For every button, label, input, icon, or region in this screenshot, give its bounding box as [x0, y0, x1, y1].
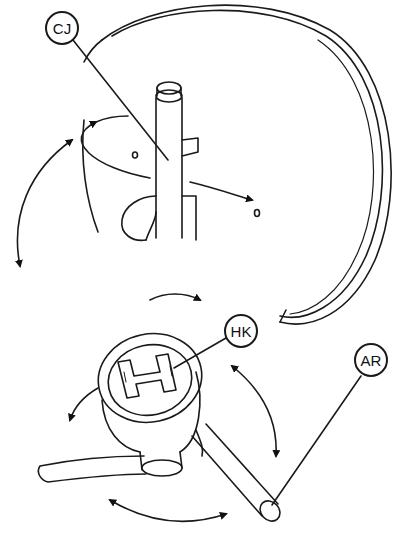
callout-label: CJ — [53, 20, 71, 37]
leader-line — [73, 40, 168, 160]
hot-symbol — [118, 354, 176, 398]
leader-line — [174, 338, 226, 368]
rod — [192, 424, 278, 516]
callout-circle: CJ — [45, 11, 79, 45]
callout-circle: AR — [354, 343, 388, 377]
handle-cap — [90, 324, 210, 432]
lever — [38, 456, 146, 482]
trim-plate — [102, 5, 391, 324]
callout-label: AR — [361, 352, 382, 369]
callout-circle: HK — [224, 314, 258, 348]
callout-label: HK — [231, 323, 252, 340]
valve-stem — [156, 98, 182, 238]
leader-line — [272, 376, 361, 505]
